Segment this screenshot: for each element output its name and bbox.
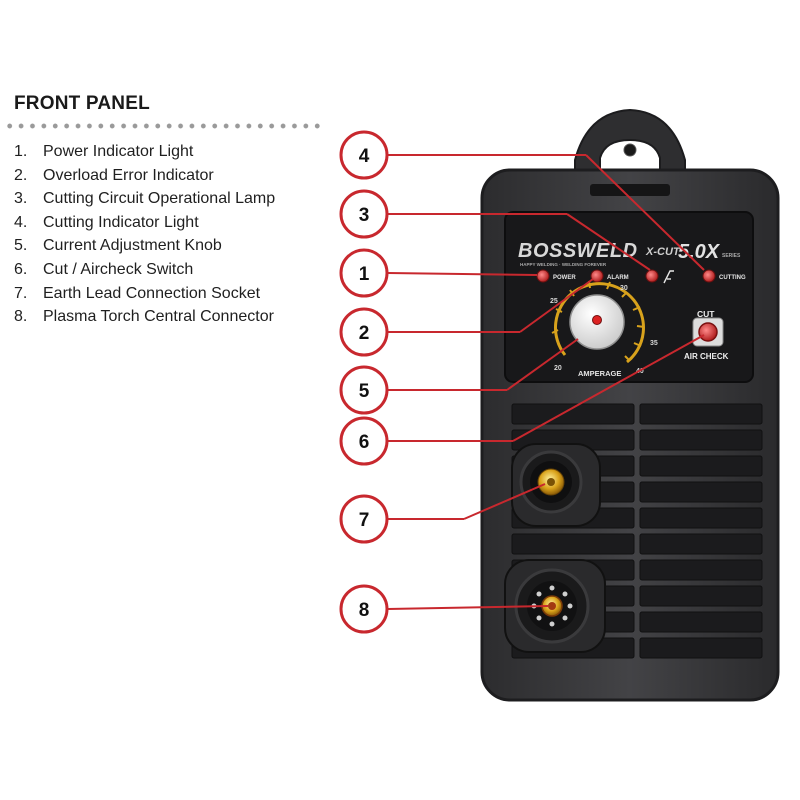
earth-lead-socket	[511, 443, 601, 527]
legend-item: 2.Overload Error Indicator	[14, 166, 214, 184]
legend-item: 4.Cutting Indicator Light	[14, 213, 199, 231]
dial-tick-label: 35	[650, 340, 658, 347]
model-tagline: SERIES	[722, 253, 741, 259]
torch-icon	[663, 270, 674, 284]
svg-text:5: 5	[359, 381, 370, 402]
amperage-dial: 20 25 30 35 40 AMPERAGE	[550, 280, 658, 378]
dial-label: AMPERAGE	[578, 369, 621, 378]
handle-screw	[623, 143, 637, 157]
svg-text:1: 1	[359, 264, 370, 285]
cutting-label: CUTTING	[719, 275, 746, 281]
callout-8: 8	[339, 584, 389, 634]
callouts: 4 3 1 2 5 6 7 8	[339, 130, 389, 634]
svg-text:3: 3	[359, 205, 370, 226]
power-label: POWER	[553, 275, 576, 281]
dial-scale-arc	[554, 282, 645, 364]
dial-tick-label: 30	[620, 285, 628, 292]
cut-aircheck-switch	[698, 322, 718, 342]
parts-legend: 1.Power Indicator Light 2.Overload Error…	[14, 140, 275, 329]
switch-label-bottom: AIR CHECK	[684, 352, 729, 361]
alarm-label: ALARM	[607, 275, 629, 281]
legend-item: 7.Earth Lead Connection Socket	[14, 284, 261, 302]
callout-4: 4	[339, 130, 389, 180]
callout-7: 7	[339, 494, 389, 544]
callout-6: 6	[339, 416, 389, 466]
brand-name: BOSSWELD	[518, 240, 638, 262]
circuit-led	[645, 269, 659, 283]
legend-item: 3.Cutting Circuit Operational Lamp	[14, 190, 276, 208]
callout-1: 1	[339, 248, 389, 298]
svg-text:7: 7	[359, 510, 370, 531]
svg-text:8: 8	[359, 600, 370, 621]
alarm-led	[590, 269, 604, 283]
dotted-divider	[4, 123, 322, 129]
leader-lines	[387, 154, 705, 610]
dial-tick-label: 25	[550, 298, 558, 305]
top-slot	[590, 184, 670, 196]
svg-text:2: 2	[359, 323, 370, 344]
switch-label-top: CUT	[697, 309, 715, 319]
knob-pointer	[592, 315, 602, 325]
legend-item: 8.Plasma Torch Central Connector	[14, 308, 274, 326]
brand-tagline: HAPPY WELDING · WELDING FOREVER	[520, 262, 607, 267]
section-heading: FRONT PANEL	[14, 93, 150, 114]
dial-ticks	[551, 280, 645, 362]
svg-text:4: 4	[359, 146, 370, 167]
callout-5: 5	[339, 365, 389, 415]
callout-3: 3	[339, 189, 389, 239]
legend-item: 5.Current Adjustment Knob	[14, 237, 222, 255]
legend-item: 1.Power Indicator Light	[14, 143, 194, 160]
cutting-led	[702, 269, 716, 283]
model-name: X-CUT	[645, 246, 681, 258]
callout-2: 2	[339, 307, 389, 357]
model-number: 5.0X	[678, 241, 721, 263]
svg-text:6: 6	[359, 432, 370, 453]
legend-item: 6.Cut / Aircheck Switch	[14, 260, 194, 278]
power-led	[536, 269, 550, 283]
dial-tick-label: 20	[554, 365, 562, 372]
